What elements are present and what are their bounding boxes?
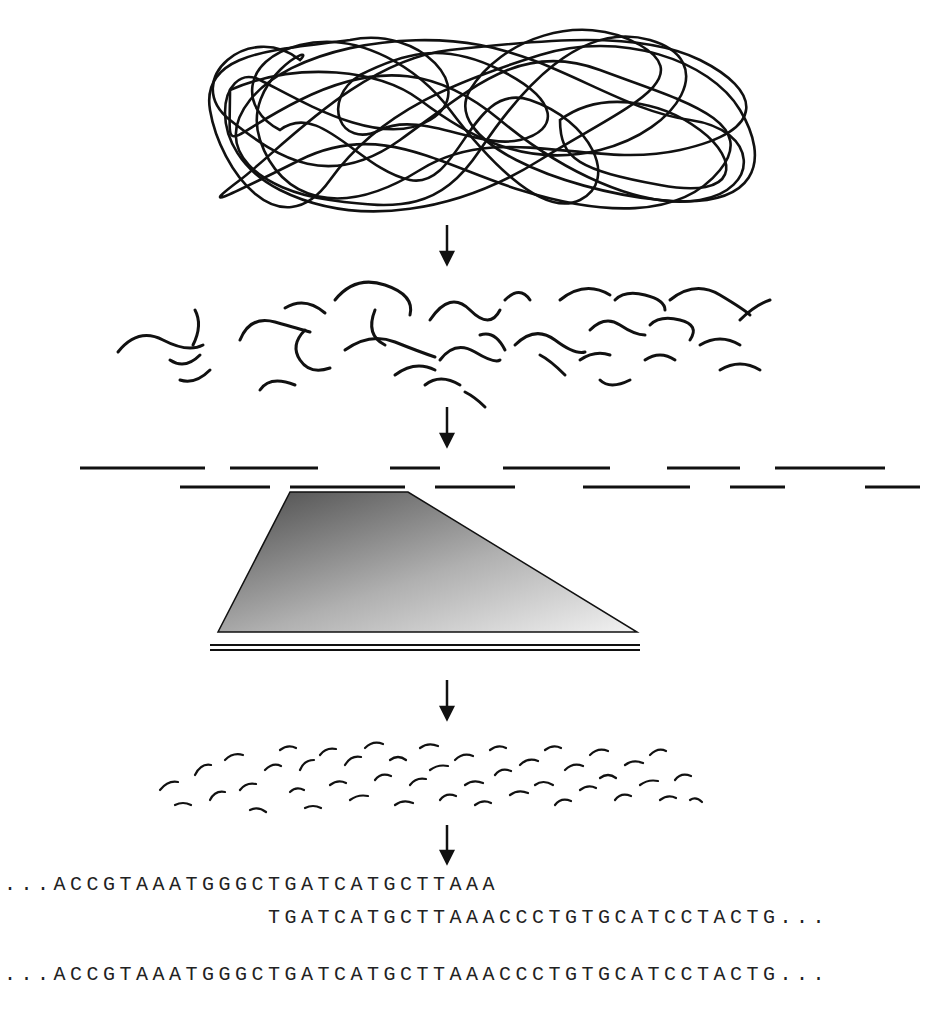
sequence-read: TGATCATGCTTAAACCCTGTGCATCCTACTG... bbox=[268, 906, 829, 930]
ordered-fragments bbox=[80, 468, 920, 487]
zoom-wedge bbox=[210, 492, 640, 650]
sequence-read: ...ACCGTAAATGGGCTGATCATGCTTAAACCCTGTGCAT… bbox=[4, 963, 829, 987]
small-fragments bbox=[160, 743, 702, 812]
large-fragments bbox=[118, 282, 770, 407]
sequence-read: ...ACCGTAAATGGGCTGATCATGCTTAAA bbox=[4, 873, 499, 897]
dna-tangle bbox=[209, 30, 755, 211]
